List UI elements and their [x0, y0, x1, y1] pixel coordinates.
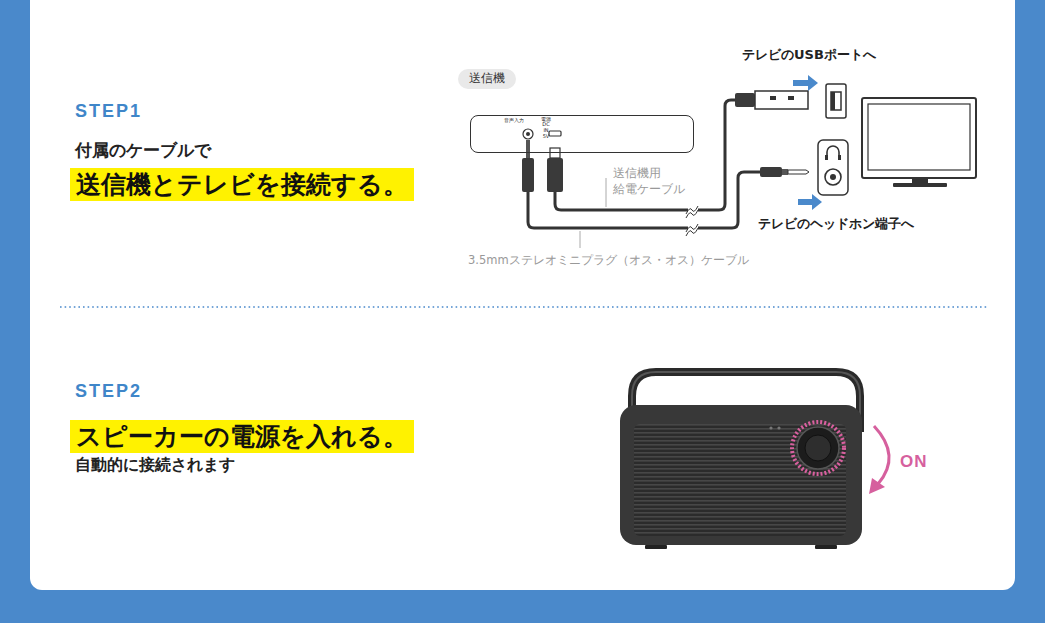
usb-cable	[735, 93, 755, 107]
headphone-jack-icon	[818, 140, 848, 195]
cable-label: 送信機用 給電ケーブル	[613, 166, 685, 197]
transmitter-ports	[523, 129, 561, 139]
speaker-illustration	[620, 405, 862, 545]
audio-cable	[522, 158, 534, 192]
leader-line	[580, 231, 581, 248]
cable-break-marks	[686, 210, 698, 218]
cable-break-marks	[686, 204, 698, 236]
tv-icon	[912, 178, 928, 183]
speaker-illustration	[634, 424, 846, 536]
audio-cable	[522, 140, 809, 228]
speaker-illustration	[792, 422, 844, 474]
leader-line	[606, 178, 607, 207]
action-label: ON	[900, 451, 928, 473]
node-text: 電源 DC IN 5V	[541, 117, 551, 140]
direction-arrow	[793, 75, 818, 91]
cable-break-marks	[686, 228, 698, 236]
audio-cable	[782, 169, 788, 175]
usb-port-icon	[826, 84, 846, 118]
usb-port-icon	[831, 92, 835, 110]
tv-icon	[893, 183, 947, 187]
audio-cable	[788, 170, 809, 174]
highlight-band: スピーカーの電源を入れる。	[70, 420, 414, 453]
speaker-illustration	[815, 545, 837, 549]
direction-arrow	[798, 194, 822, 210]
usb-port-icon	[826, 84, 846, 118]
transmitter-ports	[526, 132, 530, 136]
headphone-jack-icon	[825, 155, 828, 160]
transmitter-ports	[523, 129, 533, 139]
speaker-illustration	[645, 545, 667, 549]
cable-label: 3.5mmステレオミニプラグ（オス・オス）ケーブル	[468, 253, 749, 268]
turn-arrow	[874, 426, 889, 484]
highlight-band: 送信機とテレビを接続する。	[70, 168, 414, 201]
usb-cable	[555, 100, 735, 210]
audio-cable	[760, 167, 782, 177]
leader-line	[580, 178, 606, 248]
usb-cable	[788, 96, 794, 100]
step-heading: STEP2	[75, 380, 142, 403]
transmitter-ports	[549, 131, 561, 136]
white-panel	[30, 0, 1015, 590]
usb-cable	[770, 96, 776, 100]
headphone-jack-icon	[830, 174, 836, 180]
callout-text: テレビのヘッドホン端子へ	[758, 216, 914, 233]
speaker-illustration	[805, 435, 831, 461]
headphone-jack-icon	[827, 146, 839, 158]
usb-cable	[547, 158, 563, 192]
transmitter-box: 音声入力 電源 DC IN 5V	[470, 115, 694, 153]
audio-cable	[526, 140, 530, 158]
usb-cable	[550, 148, 560, 158]
tv-icon	[862, 98, 976, 178]
usb-cable	[547, 91, 808, 210]
step-heading: STEP1	[75, 100, 142, 123]
node-text: 音声入力	[504, 118, 524, 124]
node-text: スピーカーの電源を入れる。	[76, 421, 408, 452]
headphone-jack-icon	[818, 140, 848, 195]
tv-icon	[862, 98, 976, 187]
headphone-jack-icon	[825, 169, 841, 185]
node-text: 送信機	[469, 71, 505, 87]
callout-text: テレビのUSBポートへ	[742, 47, 876, 64]
speaker-illustration	[769, 426, 772, 429]
step-text: 付属のケーブルで	[75, 139, 211, 161]
speaker-illustration	[777, 426, 780, 429]
turn-arrow	[869, 426, 889, 494]
usb-port-icon	[831, 92, 841, 110]
step-text: 自動的に接続されます	[75, 455, 235, 476]
tv-icon	[868, 104, 970, 170]
headphone-jack-icon	[838, 155, 841, 160]
usb-cable	[755, 91, 808, 109]
speaker-illustration	[797, 427, 839, 469]
speaker-illustration	[620, 372, 862, 549]
dotted-separator	[60, 306, 987, 308]
node-text: 送信機とテレビを接続する。	[76, 169, 408, 200]
tag-pill: 送信機	[458, 69, 516, 89]
turn-arrow	[869, 478, 885, 494]
